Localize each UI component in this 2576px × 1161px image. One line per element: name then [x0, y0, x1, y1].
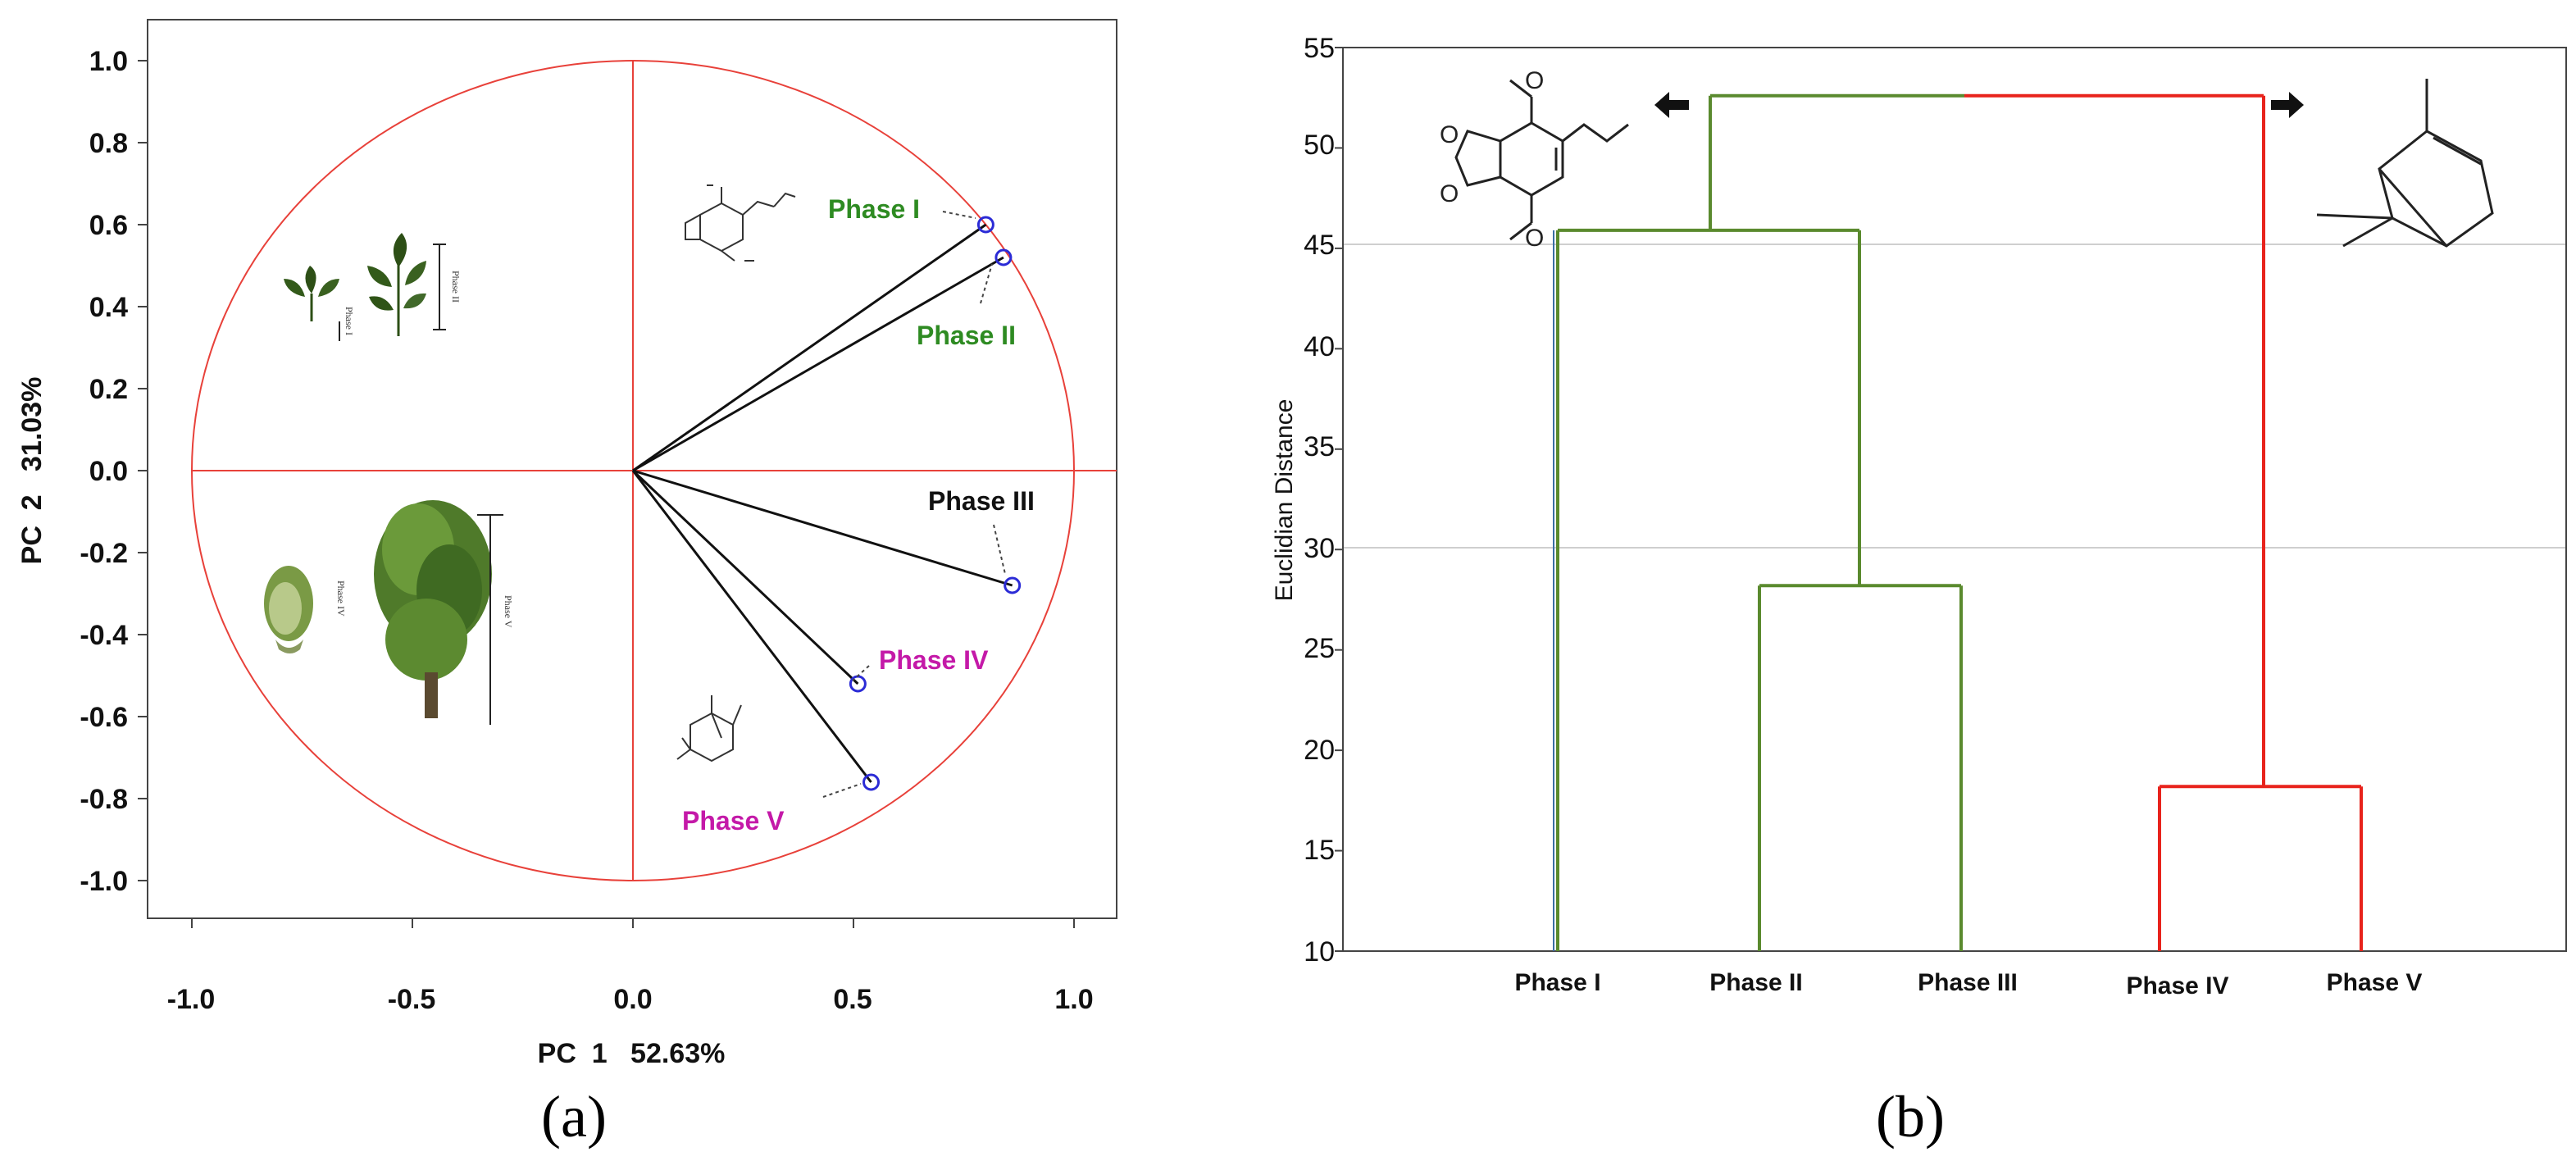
loading-point-marker	[994, 248, 1013, 266]
dendrogram-plot-frame	[1342, 47, 2567, 952]
point-label: Phase I	[828, 194, 920, 224]
label-leader-line	[942, 211, 976, 219]
arrow-right-icon	[2271, 92, 2304, 118]
y-tick-label: -0.2	[80, 538, 128, 569]
y-tick-label: 45	[1304, 230, 1335, 261]
y-tick-label: 10	[1304, 936, 1335, 968]
label-leader-line	[980, 263, 993, 304]
oxygen-atom-label: O	[1525, 67, 1544, 94]
leaf-illustration-phase-1-2: Phase I Phase II	[284, 233, 462, 341]
y-tick-label: -1.0	[80, 866, 128, 897]
point-label: Phase II	[917, 321, 1016, 350]
label-leader-line	[822, 783, 862, 798]
y-tick-label: -0.4	[80, 620, 128, 651]
y-tick-label: 55	[1304, 33, 1335, 64]
y-tick-label: -0.6	[80, 702, 128, 733]
y-tick-label: 15	[1304, 835, 1335, 866]
y-tick-label: 30	[1304, 533, 1335, 564]
pca-layer: Phase I Phase II Phase III Phase IV Phase V	[138, 60, 1117, 928]
oxygen-atom-label: O	[1440, 121, 1459, 148]
loading-vector	[632, 256, 1004, 472]
loading-vector	[632, 469, 1013, 587]
y-tick-label: 0.4	[89, 292, 128, 323]
oxygen-atom-label: O	[1440, 180, 1459, 207]
leaf-label: Phase III	[1918, 969, 2018, 996]
svg-text:Phase IV: Phase IV	[335, 580, 347, 617]
loading-point-marker	[862, 773, 881, 791]
point-label: Phase IV	[879, 645, 989, 675]
y-tick-label: 25	[1304, 633, 1335, 664]
molecule-icon-pinene	[2316, 79, 2494, 248]
leaf-label: Phase IV	[2126, 972, 2228, 999]
y-tick-label: 1.0	[89, 46, 128, 77]
dendrogram-y-axis-title: Euclidian Distance	[1271, 399, 1298, 602]
y-tick-label: -0.8	[80, 784, 128, 815]
tree-illustration-phase-4-5: Phase IV Phase V	[264, 500, 514, 725]
leaf-label: Phase I	[1514, 969, 1600, 996]
loading-point-marker	[1004, 576, 1022, 594]
y-tick-label: 35	[1304, 431, 1335, 462]
loading-vector	[632, 223, 987, 472]
leaf-label: Phase V	[2327, 969, 2423, 996]
y-tick-label: 50	[1304, 130, 1335, 161]
svg-text:Phase V: Phase V	[503, 595, 514, 628]
y-tick-label: 0.0	[89, 456, 128, 487]
point-label: Phase III	[928, 486, 1035, 516]
y-tick-label: 0.8	[89, 128, 128, 159]
panel-label-a: (a)	[541, 1084, 607, 1150]
molecule-icon-myristicin	[1454, 79, 1629, 241]
dendrogram-layer	[1335, 47, 2363, 952]
y-tick-label: 0.2	[89, 374, 128, 405]
oxygen-atom-label: O	[1525, 225, 1544, 252]
arrow-left-icon	[1654, 92, 1689, 118]
loading-vector	[631, 470, 872, 783]
dendrogram-panel: 55 50 45 40 35 30 25 20 15 10 Euclidian …	[1271, 33, 2567, 1150]
svg-text:Phase I: Phase I	[344, 307, 355, 335]
pca-x-axis-title: PC 1 52.63%	[538, 1038, 726, 1069]
point-label: Phase V	[682, 806, 785, 835]
y-tick-label: 20	[1304, 735, 1335, 766]
molecule-icon-pinene-small	[676, 695, 742, 763]
x-tick-label: -1.0	[167, 984, 216, 1015]
x-tick-label: 1.0	[1054, 984, 1093, 1015]
leaf-label: Phase II	[1709, 969, 1802, 996]
y-tick-label: 40	[1304, 331, 1335, 362]
pca-y-axis-title: PC 2 31.03%	[16, 377, 48, 565]
loading-vector	[631, 469, 859, 685]
loading-point-marker	[976, 216, 994, 234]
panel-label-b: (b)	[1876, 1084, 1945, 1150]
svg-text:Phase II: Phase II	[450, 271, 462, 303]
x-tick-label: 0.0	[613, 984, 652, 1015]
x-tick-label: 0.5	[833, 984, 872, 1015]
label-leader-line	[993, 524, 1006, 575]
molecule-icon-myristicin-small	[685, 184, 796, 262]
y-tick-label: 0.6	[89, 210, 128, 241]
x-tick-label: -0.5	[388, 984, 436, 1015]
